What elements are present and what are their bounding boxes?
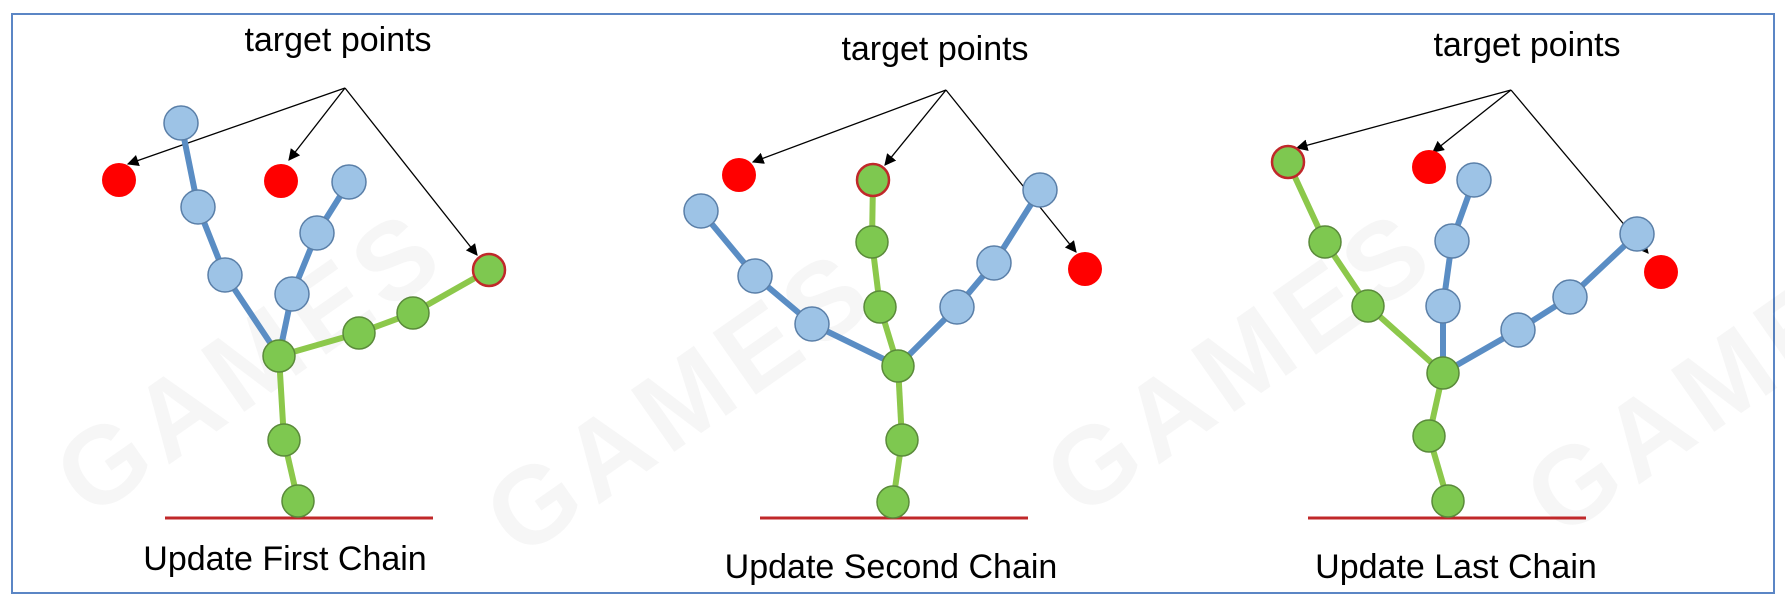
target-arrow	[751, 89, 947, 164]
panel-update-last-chain: target points	[1270, 26, 1678, 586]
target-points-label: target points	[244, 21, 431, 59]
joint	[1431, 484, 1465, 518]
joint	[281, 484, 315, 518]
target-point	[1068, 252, 1102, 286]
joint	[1308, 225, 1342, 259]
end-effector-on-target	[471, 252, 507, 288]
end-effector-on-target	[855, 162, 891, 198]
joint	[885, 423, 919, 457]
target-point	[1412, 150, 1446, 184]
target-points-label: target points	[841, 30, 1028, 68]
joint	[939, 289, 975, 325]
target-arrow	[1432, 89, 1512, 153]
joint	[267, 423, 301, 457]
target-arrow	[344, 87, 478, 256]
joint	[1500, 312, 1536, 348]
target-arrow	[1295, 89, 1512, 151]
joint	[299, 215, 335, 251]
joint	[342, 316, 376, 350]
joint	[331, 164, 367, 200]
joint	[881, 349, 915, 383]
target-point	[264, 164, 298, 198]
joint	[976, 245, 1012, 281]
joint	[262, 339, 296, 373]
joint	[794, 306, 830, 342]
joint	[855, 225, 889, 259]
target-arrow	[884, 89, 947, 166]
target-point	[722, 158, 756, 192]
panel-update-second-chain: target points	[683, 30, 1102, 586]
panel-update-first-chain: target points	[102, 21, 507, 578]
joint	[1022, 172, 1058, 208]
target-points-label: target points	[1433, 26, 1620, 64]
joint	[1552, 279, 1588, 315]
panel-caption: Update Second Chain	[725, 548, 1058, 586]
panel-caption: Update Last Chain	[1315, 548, 1597, 586]
joint	[1456, 162, 1492, 198]
panel-caption: Update First Chain	[143, 540, 426, 578]
target-arrow	[945, 89, 1077, 253]
joint	[737, 258, 773, 294]
joint	[1434, 223, 1470, 259]
joint	[163, 105, 199, 141]
skeleton-joints	[683, 162, 1058, 519]
joint	[1351, 289, 1385, 323]
skeleton-joints	[163, 105, 507, 518]
target-point	[102, 163, 136, 197]
joint	[274, 276, 310, 312]
joint	[207, 257, 243, 293]
joint	[1425, 288, 1461, 324]
joint	[396, 296, 430, 330]
joint	[863, 290, 897, 324]
target-arrow	[288, 87, 346, 161]
joint	[180, 189, 216, 225]
joint	[1619, 216, 1655, 252]
joint	[876, 485, 910, 519]
end-effector-on-target	[1270, 144, 1306, 180]
joint	[1426, 356, 1460, 390]
target-point	[1644, 255, 1678, 289]
joint	[1412, 419, 1446, 453]
target-arrow	[126, 87, 346, 167]
skeleton-joints	[1270, 144, 1655, 518]
joint	[683, 193, 719, 229]
